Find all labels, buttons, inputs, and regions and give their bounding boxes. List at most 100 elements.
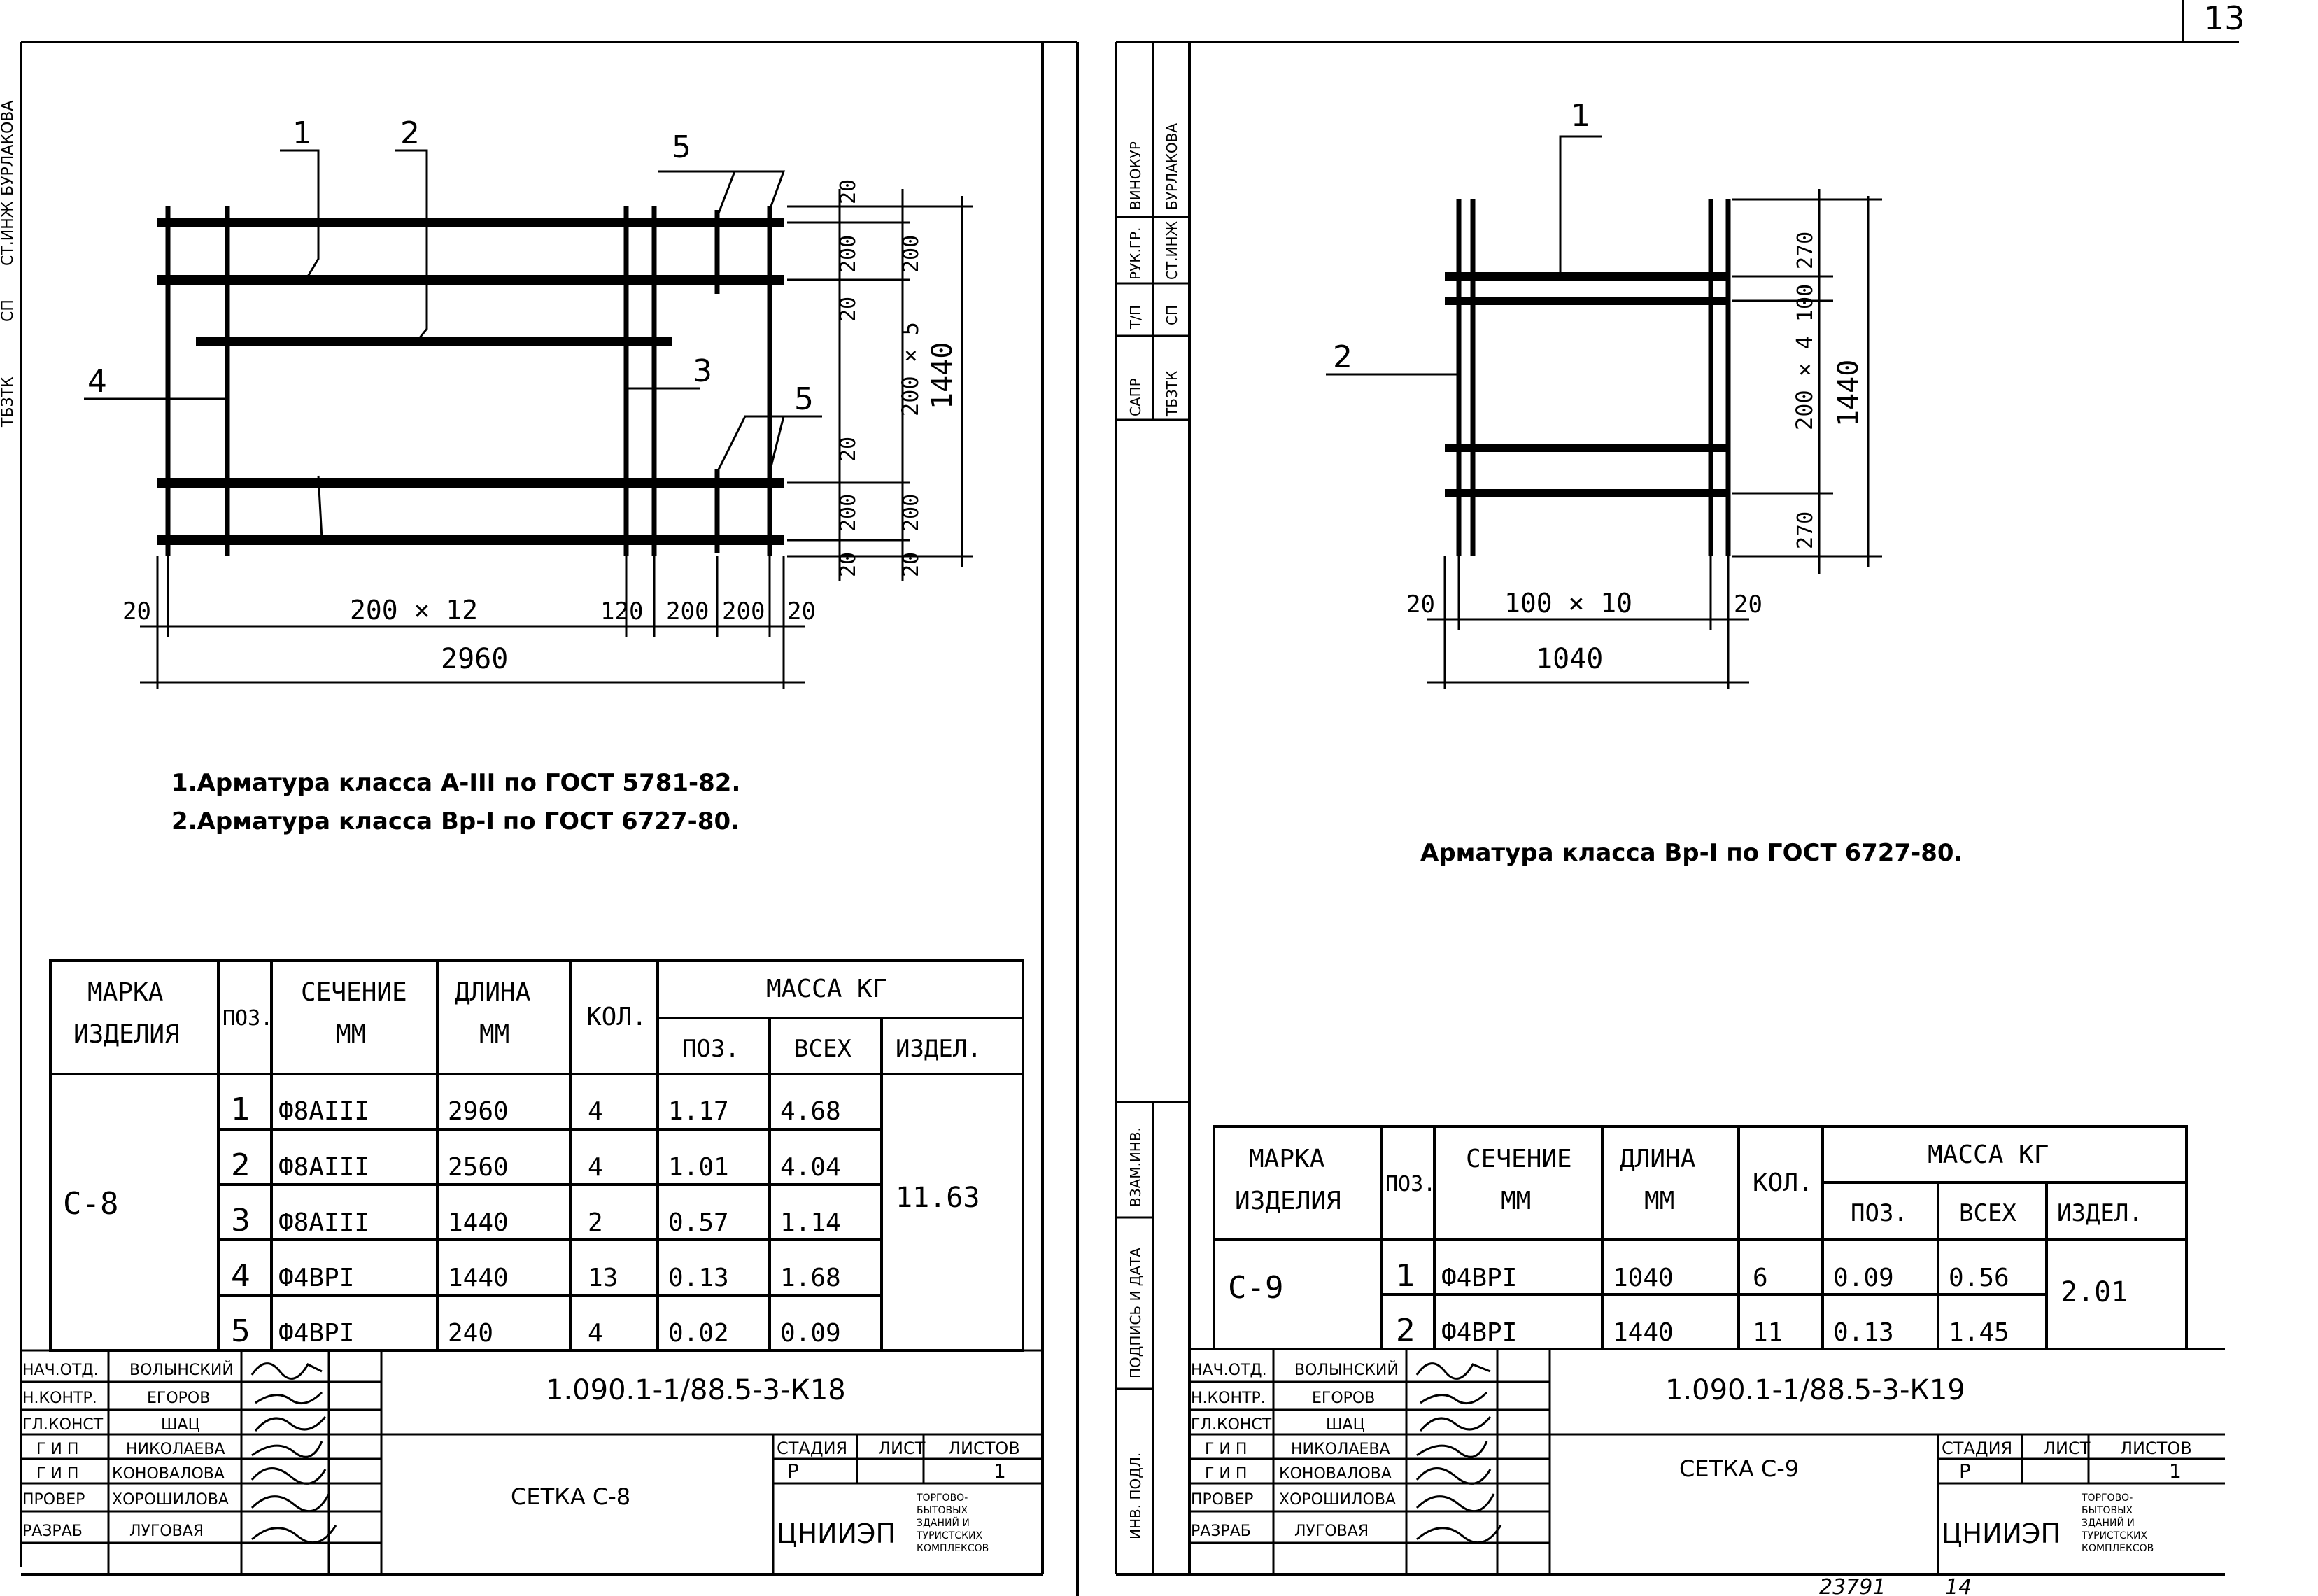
svg-text:0.56: 0.56	[1949, 1264, 2009, 1292]
svg-text:1.17: 1.17	[668, 1097, 729, 1126]
svg-text:1: 1	[994, 1460, 1006, 1483]
callout-4: 4	[87, 364, 107, 400]
bottom-number-0: 23791	[1819, 1575, 1886, 1596]
c9-total-height: 1440	[1832, 360, 1865, 427]
svg-text:ММ: ММ	[1644, 1187, 1674, 1215]
hdr-mass: МАССА КГ	[766, 975, 887, 1003]
svg-text:ПОЗ.: ПОЗ.	[1385, 1172, 1436, 1196]
title-c8: СЕТКА С-8	[511, 1483, 630, 1510]
mesh-c9-transverse-bars	[1456, 199, 1731, 556]
c9-callout-1: 1	[1571, 98, 1590, 134]
dim-right-6: 200	[836, 494, 861, 532]
svg-text:Р: Р	[787, 1460, 799, 1483]
title-block-c8-text: НАЧ.ОТД. ВОЛЫНСКИЙ Н.КОНТР. ЕГОРОВ ГЛ.КО…	[22, 1361, 1020, 1554]
svg-text:6: 6	[1753, 1264, 1768, 1292]
callout-5a: 5	[672, 129, 691, 165]
svg-text:СЕЧЕНИЕ: СЕЧЕНИЕ	[1466, 1145, 1572, 1173]
svg-text:ММ: ММ	[1501, 1187, 1531, 1215]
table-row: 2 Ф8АIII 2560 4 1.01 4.04	[231, 1147, 841, 1183]
svg-text:2: 2	[1396, 1313, 1415, 1348]
svg-text:ЛИСТ: ЛИСТ	[878, 1439, 926, 1458]
svg-text:1.45: 1.45	[1949, 1318, 2009, 1347]
org-c8: ЦНИИЭП	[777, 1518, 896, 1549]
svg-text:ХОРОШИЛОВА: ХОРОШИЛОВА	[112, 1491, 229, 1509]
svg-text:240: 240	[448, 1319, 493, 1348]
svg-text:ЛУГОВАЯ: ЛУГОВАЯ	[129, 1523, 204, 1540]
note-1: 1.Арматура класса А-III по ГОСТ 5781-82.	[171, 769, 740, 797]
dim-bottom-0: 20	[122, 598, 151, 626]
table-row: 5 Ф4ВРI 240 4 0.02 0.09	[231, 1313, 841, 1349]
svg-text:ТОРГОВО-: ТОРГОВО-	[916, 1492, 968, 1504]
svg-text:КОМПЛЕКСОВ: КОМПЛЕКСОВ	[2082, 1543, 2154, 1554]
svg-text:0.09: 0.09	[780, 1319, 841, 1348]
margin-stamp-2: СТ.ИНЖ	[0, 201, 17, 266]
svg-text:0.09: 0.09	[1833, 1264, 1894, 1292]
svg-text:Р: Р	[1959, 1460, 1971, 1483]
svg-text:Ф4ВРI: Ф4ВРI	[278, 1319, 354, 1348]
bottom-number-1: 14	[1945, 1575, 1972, 1596]
margin-stamp-0: ТБЗТК	[0, 376, 17, 428]
svg-text:ЕГОРОВ: ЕГОРОВ	[147, 1390, 210, 1407]
table-row: 1 Ф8АIII 2960 4 1.17 4.68	[231, 1092, 841, 1127]
title-block-c9-grid	[1189, 1348, 2225, 1574]
hdr-qty: КОЛ.	[586, 1003, 647, 1031]
svg-text:2960: 2960	[448, 1097, 509, 1126]
table-row: 4 Ф4ВРI 1440 13 0.13 1.68	[231, 1258, 841, 1294]
svg-text:КОНОВАЛОВА: КОНОВАЛОВА	[112, 1465, 225, 1483]
svg-text:Т/П: Т/П	[1127, 305, 1144, 330]
title-c9: СЕТКА С-9	[1679, 1455, 1799, 1482]
svg-text:4: 4	[588, 1097, 603, 1126]
svg-text:БЫТОВЫХ: БЫТОВЫХ	[2082, 1505, 2133, 1516]
c8-mark: С-8	[63, 1186, 118, 1222]
svg-text:1440: 1440	[1613, 1318, 1674, 1347]
svg-text:Г И П: Г И П	[36, 1441, 78, 1458]
c9-total: 2.01	[2061, 1276, 2128, 1308]
svg-text:Ф4ВРI: Ф4ВРI	[1441, 1264, 1517, 1292]
mesh-c8-dims-bottom	[140, 556, 805, 689]
hdr-pos: ПОЗ.	[222, 1006, 273, 1031]
svg-text:МАССА КГ: МАССА КГ	[1928, 1140, 2049, 1169]
svg-text:5: 5	[231, 1313, 250, 1349]
svg-text:0.13: 0.13	[668, 1264, 729, 1292]
mesh-c8-dims-right	[787, 189, 973, 581]
note-2: 2.Арматура класса Вр-I по ГОСТ 6727-80.	[171, 807, 740, 835]
c9-mark: С-9	[1228, 1270, 1283, 1306]
callout-5b: 5	[794, 381, 814, 417]
svg-text:ГЛ.КОНСТ: ГЛ.КОНСТ	[1191, 1416, 1272, 1434]
svg-text:ТОРГОВО-: ТОРГОВО-	[2081, 1492, 2133, 1504]
svg-text:ШАЦ: ШАЦ	[161, 1416, 200, 1434]
hdr-mark-2: ИЗДЕЛИЯ	[73, 1020, 180, 1049]
mesh-c9-longitudinal-bars	[1445, 272, 1728, 497]
svg-text:КОМПЛЕКСОВ: КОМПЛЕКСОВ	[917, 1543, 989, 1554]
svg-text:КОНОВАЛОВА: КОНОВАЛОВА	[1279, 1465, 1392, 1483]
note-c9: Арматура класса Вр-I по ГОСТ 6727-80.	[1420, 839, 1963, 867]
mesh-c9-drawing	[1326, 135, 1882, 689]
svg-text:СТАДИЯ: СТАДИЯ	[777, 1439, 847, 1458]
svg-text:ЗДАНИЙ И: ЗДАНИЙ И	[917, 1516, 970, 1529]
hdr-mass-all: ВСЕХ	[794, 1035, 851, 1063]
svg-text:270: 270	[1793, 511, 1818, 549]
svg-text:2: 2	[231, 1147, 250, 1183]
spec-table-c9-body: С-9 2.01 1 Ф4ВРI 1040 6 0.09 0.56 2 Ф4ВР…	[1228, 1258, 2128, 1348]
hdr-section-1: СЕЧЕНИЕ	[301, 978, 407, 1007]
svg-text:13: 13	[588, 1264, 618, 1292]
spec-table-c8	[49, 959, 1024, 1352]
c9-callout-2: 2	[1333, 339, 1352, 375]
svg-text:4.68: 4.68	[780, 1097, 841, 1126]
svg-text:1: 1	[1396, 1258, 1415, 1294]
svg-text:1040: 1040	[1613, 1264, 1674, 1292]
page-number: 13	[2204, 0, 2245, 37]
svg-text:270: 270	[1793, 232, 1818, 269]
svg-text:Н.КОНТР.: Н.КОНТР.	[1191, 1390, 1266, 1407]
svg-text:ЛИСТ: ЛИСТ	[2043, 1439, 2091, 1458]
svg-text:РУК.ГР.: РУК.ГР.	[1127, 227, 1144, 280]
svg-text:Ф4ВРI: Ф4ВРI	[1441, 1318, 1517, 1347]
dim-right-8: 200	[899, 494, 924, 532]
svg-text:ПРОВЕР: ПРОВЕР	[22, 1491, 85, 1509]
svg-text:ПОЗ.: ПОЗ.	[1851, 1199, 1908, 1227]
svg-text:ЛИСТОВ: ЛИСТОВ	[2120, 1439, 2192, 1458]
signature-icon-c9	[1415, 1362, 1502, 1544]
dim-bottom-2: 120	[600, 598, 643, 626]
svg-text:РАЗРАБ: РАЗРАБ	[22, 1523, 83, 1540]
title-block-c8-grid	[21, 1349, 1043, 1574]
